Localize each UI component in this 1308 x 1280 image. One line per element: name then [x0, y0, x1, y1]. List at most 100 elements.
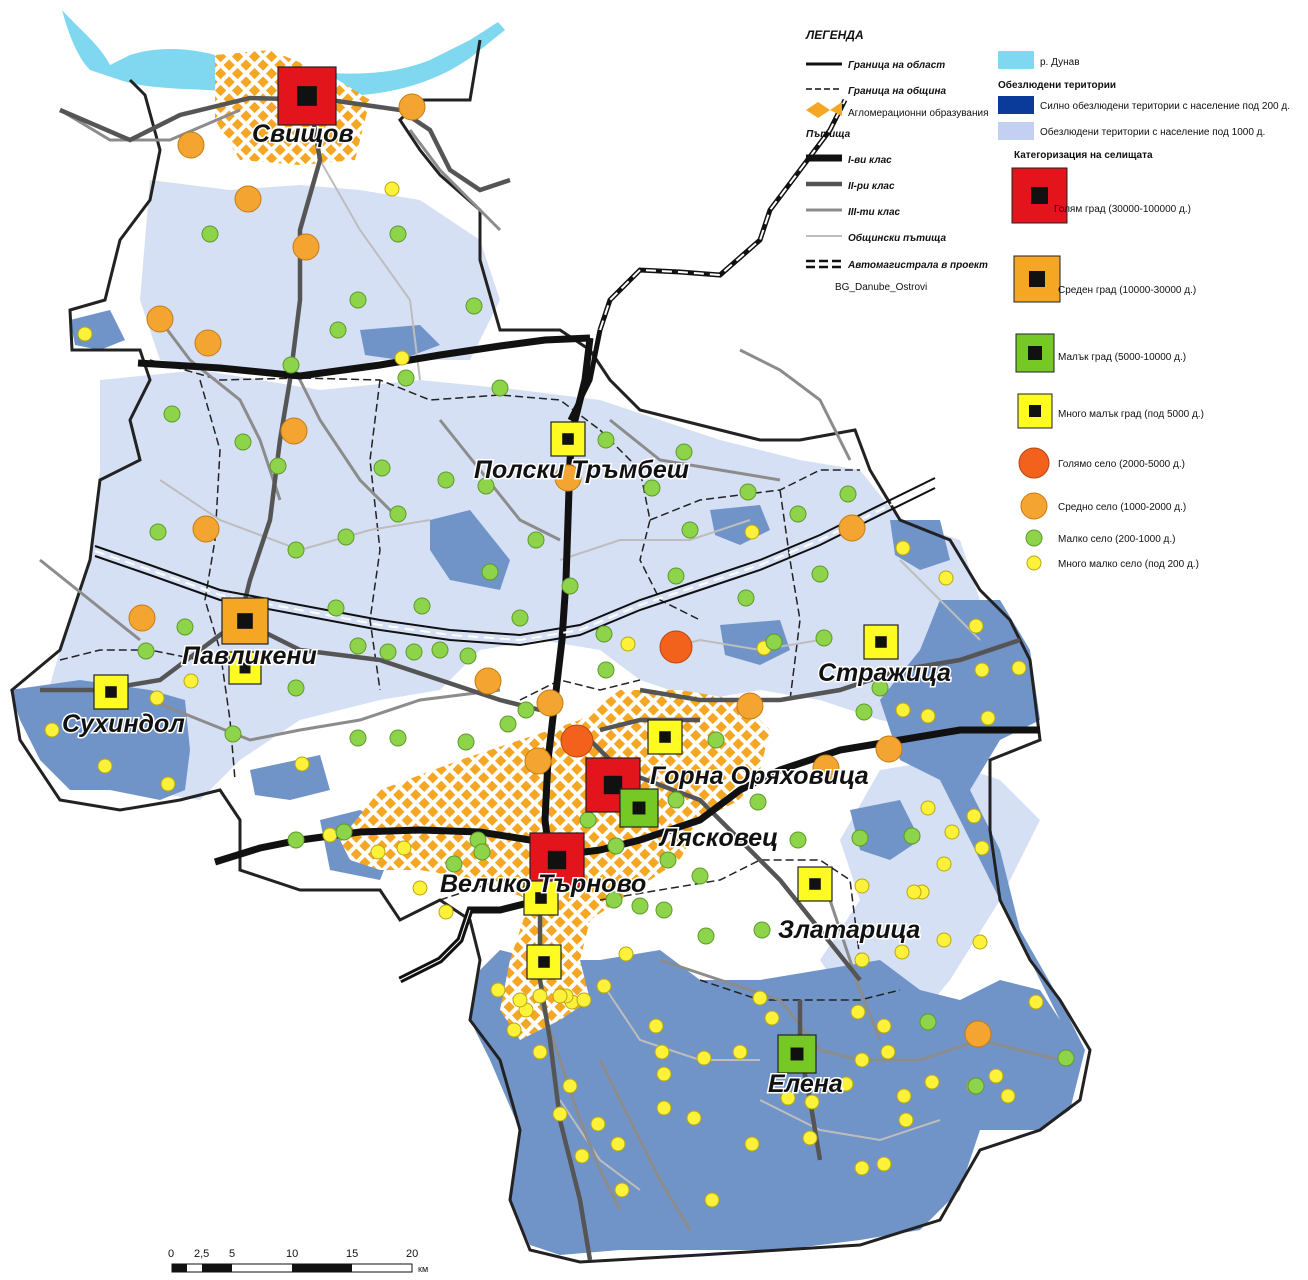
small-village — [903, 827, 921, 845]
small-village — [789, 831, 807, 849]
very-small-village — [696, 1050, 712, 1066]
city-core-marker — [790, 1047, 804, 1061]
small-village — [329, 321, 347, 339]
small-village — [667, 567, 685, 585]
legend-categorization-title: Категоризация на селищата — [1014, 150, 1153, 161]
small-village — [269, 457, 287, 475]
small-village — [697, 927, 715, 945]
small-village — [445, 855, 463, 873]
very-small-village — [574, 1148, 590, 1164]
legend-depop: Обезлюдени територии с население под 100… — [1040, 126, 1265, 138]
small-village — [459, 647, 477, 665]
small-village — [765, 633, 783, 651]
legend-strong-depop-swatch — [998, 96, 1034, 114]
very-small-village — [838, 1076, 854, 1092]
small-village — [815, 629, 833, 647]
very-small-village — [894, 944, 910, 960]
medium-village — [524, 747, 552, 775]
small-village — [349, 291, 367, 309]
small-village — [667, 791, 685, 809]
small-village — [499, 715, 517, 733]
small-village — [737, 589, 755, 607]
small-village — [349, 637, 367, 655]
very-small-village — [704, 1192, 720, 1208]
very-small-village — [149, 690, 165, 706]
very-small-village — [744, 1136, 760, 1152]
small-village — [149, 523, 167, 541]
small-village — [967, 1077, 985, 1095]
very-small-village — [732, 1044, 748, 1060]
third-class-roads — [39, 108, 1061, 1231]
very-small-village — [532, 1044, 548, 1060]
small-village — [643, 479, 661, 497]
small-village — [287, 541, 305, 559]
city-core-marker — [297, 86, 317, 106]
medium-village — [398, 93, 426, 121]
small-village — [337, 528, 355, 546]
small-village — [789, 505, 807, 523]
very-small-village — [44, 722, 60, 738]
town-labels: Свищов Полски Тръмбеш Павликени Сухиндол… — [61, 119, 953, 1100]
scale-tick-3: 10 — [286, 1248, 298, 1260]
medium-village — [812, 754, 840, 782]
small-village — [655, 901, 673, 919]
city-symbols — [93, 66, 899, 1074]
first-class-road-inner — [399, 909, 471, 981]
very-small-village — [552, 1106, 568, 1122]
small-village — [477, 477, 495, 495]
medium-village — [234, 185, 262, 213]
very-small-village — [1011, 660, 1027, 676]
city-core-marker — [239, 662, 251, 674]
very-small-village — [988, 1068, 1004, 1084]
legend-road-municipal: Общински пътища — [848, 232, 947, 244]
small-village — [527, 531, 545, 549]
town-label-svishtov: Свищов — [252, 120, 354, 148]
city-core-marker — [603, 775, 623, 795]
legend-motorway: Автомагистрала в проект — [847, 260, 988, 271]
legend-small-village-swatch — [1025, 529, 1043, 547]
very-small-village — [938, 570, 954, 586]
small-village — [675, 443, 693, 461]
very-small-village — [936, 932, 952, 948]
small-village — [437, 471, 455, 489]
small-village — [327, 599, 345, 617]
small-village — [753, 921, 771, 939]
small-village — [1057, 1049, 1075, 1067]
city-core-marker — [875, 636, 887, 648]
small-village — [201, 225, 219, 243]
very-small-village — [764, 1010, 780, 1026]
scale-tick-2: 5 — [229, 1248, 235, 1260]
scale-tick-0: 0 — [168, 1248, 174, 1260]
town-label-veliko-tarnovo: Велико Търново — [440, 870, 646, 898]
very-small-village — [394, 350, 410, 366]
very-small-village — [876, 1018, 892, 1034]
city-core-marker — [659, 731, 671, 743]
very-small-village — [384, 181, 400, 197]
very-small-village — [686, 1110, 702, 1126]
very-small-village — [620, 636, 636, 652]
very-small-village — [972, 934, 988, 950]
legend-very-small-village-swatch — [1026, 555, 1042, 571]
small-village — [517, 701, 535, 719]
very-small-village — [944, 824, 960, 840]
small-village — [473, 843, 491, 861]
small-village — [397, 369, 415, 387]
very-small-village — [610, 1136, 626, 1152]
very-small-village — [396, 840, 412, 856]
small-village — [481, 563, 499, 581]
legend-region-border: Граница на област — [848, 59, 945, 71]
very-small-village — [895, 540, 911, 556]
very-small-village — [160, 776, 176, 792]
small-village — [579, 811, 597, 829]
very-small-village — [752, 990, 768, 1006]
medium-village — [554, 464, 582, 492]
town-label-elena: Елена — [768, 1070, 843, 1098]
small-village — [491, 379, 509, 397]
very-small-village — [370, 844, 386, 860]
legend-cat-large-village: Голямо село (2000-5000 д.) — [1058, 459, 1185, 470]
scale-unit: км — [418, 1264, 428, 1274]
small-village — [659, 851, 677, 869]
medium-villages — [128, 93, 992, 1048]
small-village — [405, 643, 423, 661]
very-small-village — [966, 808, 982, 824]
